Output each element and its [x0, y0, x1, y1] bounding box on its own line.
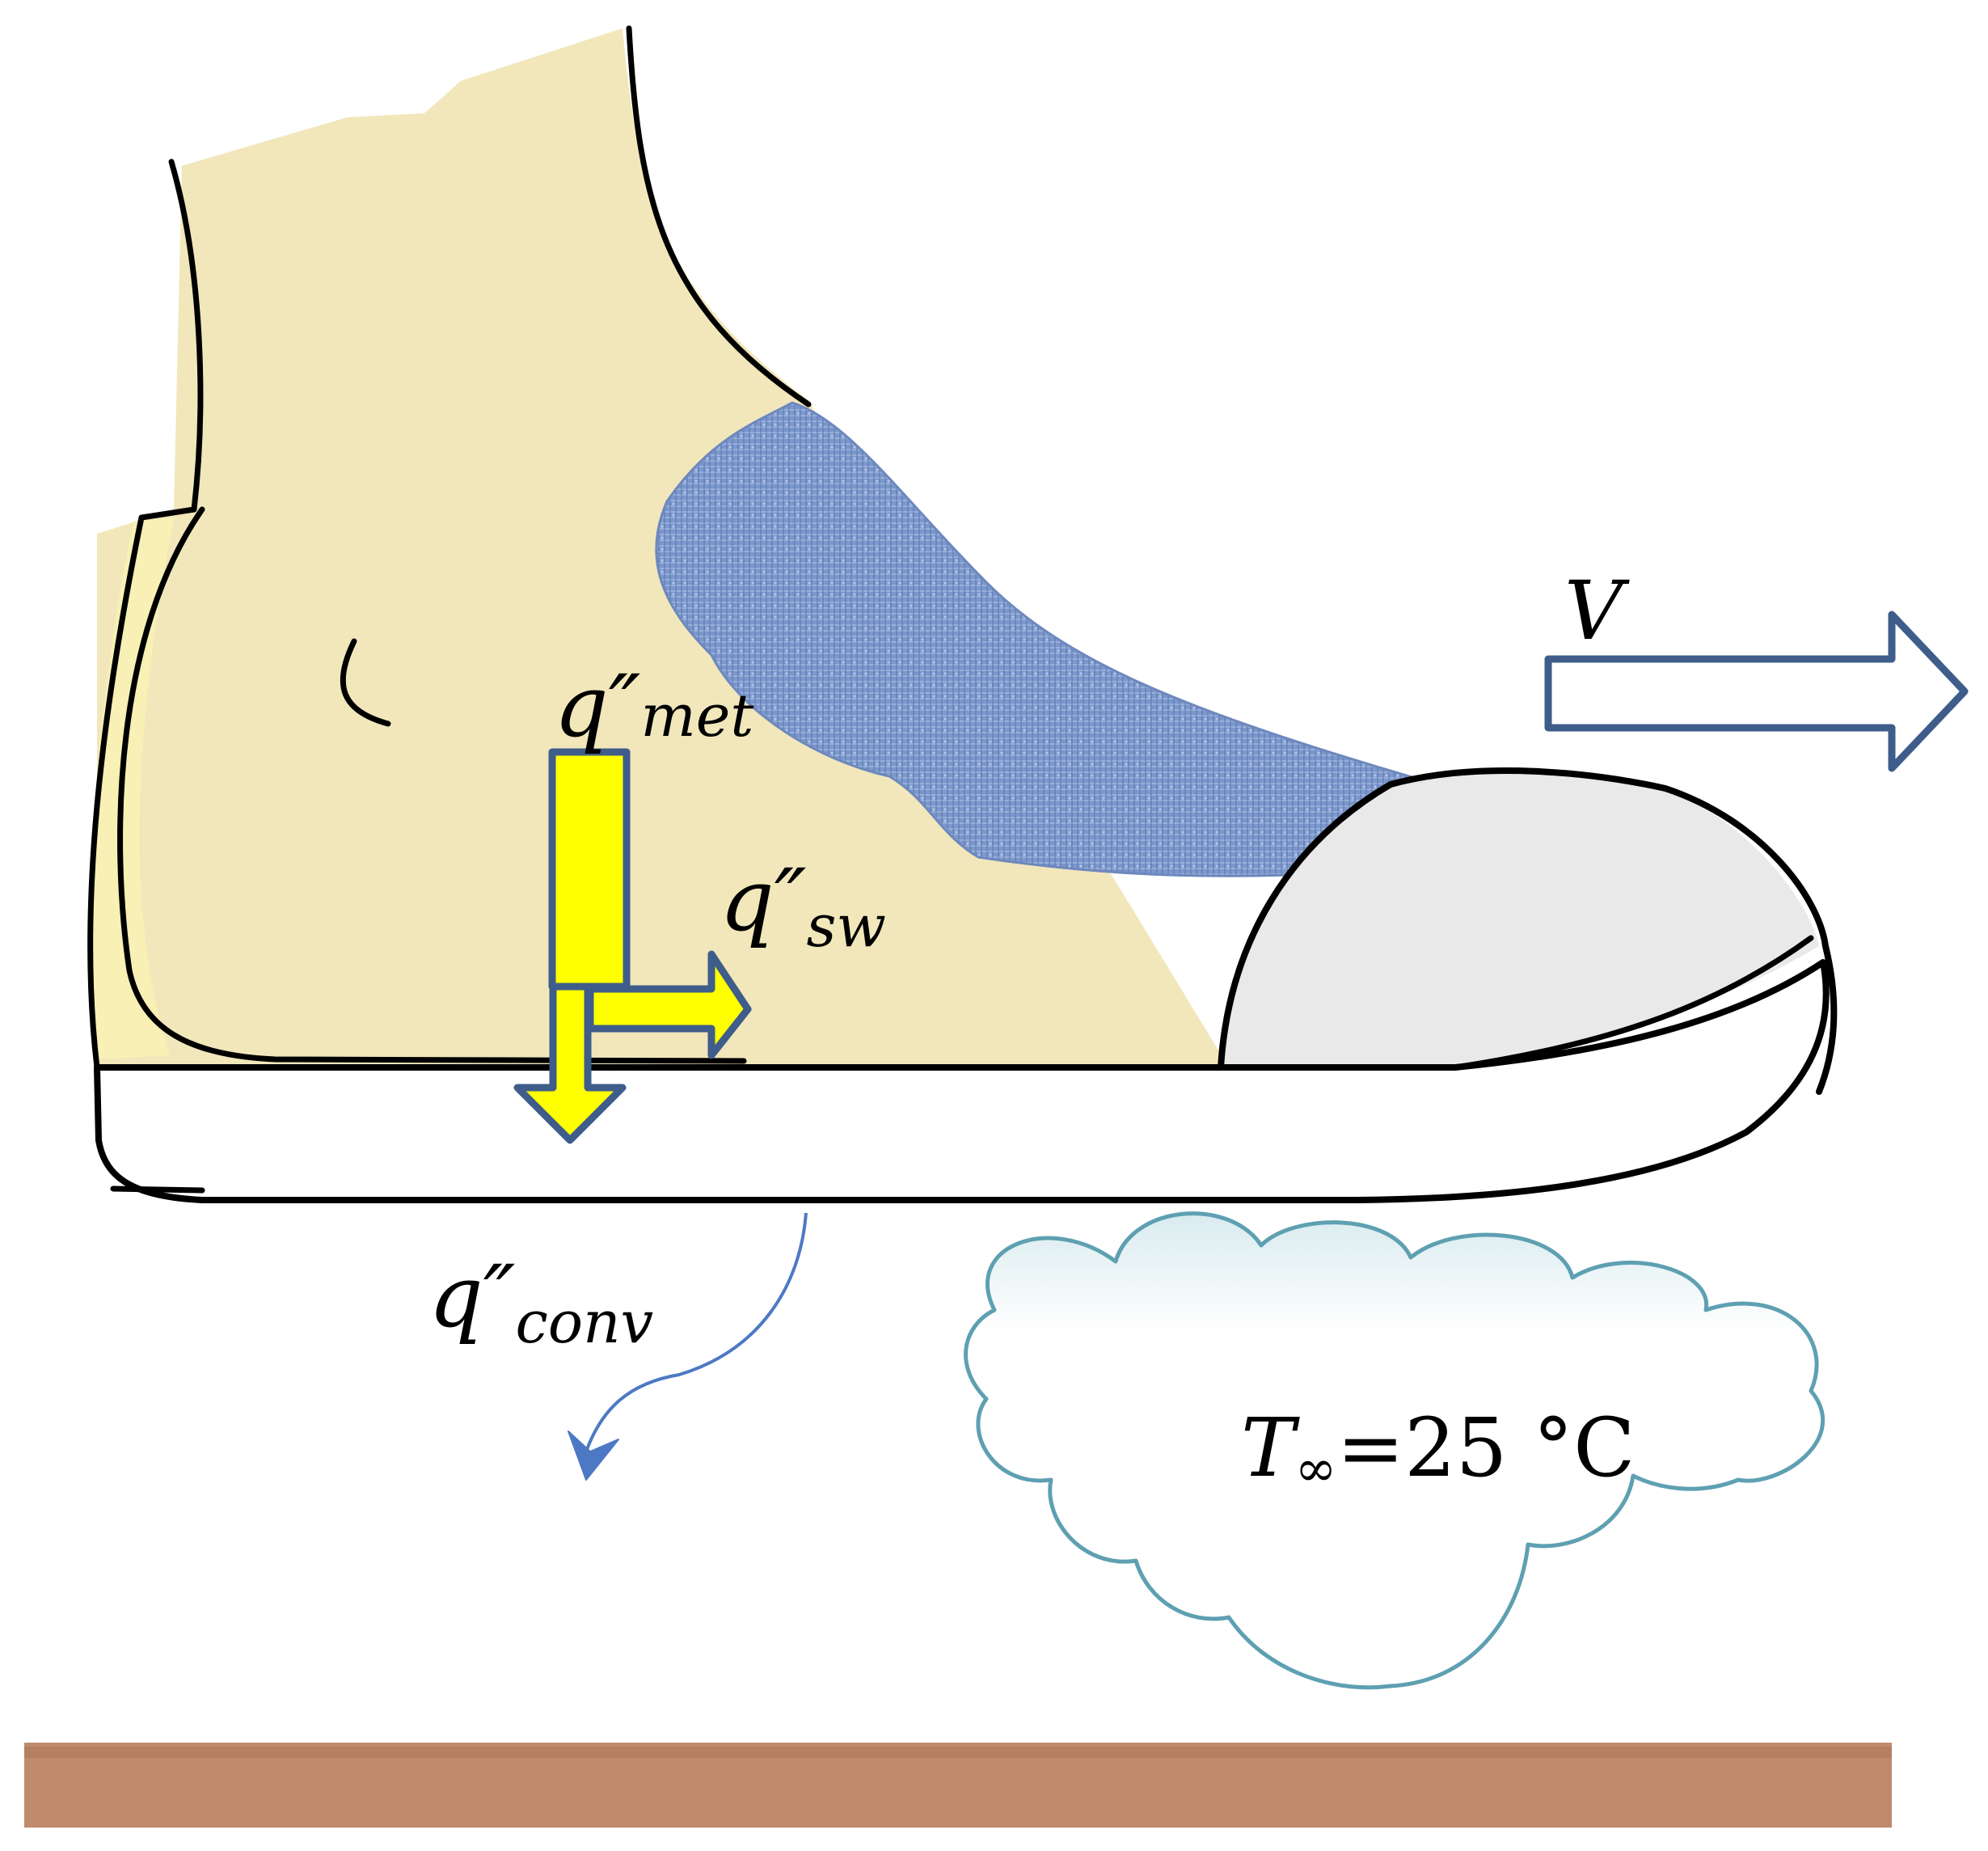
q-conv-curved-arrow	[585, 1212, 808, 1452]
heel-sole-notch	[110, 1185, 205, 1194]
label-ambient-rest: =25 °C	[1336, 1401, 1635, 1495]
label-q-conv-sub: conv	[515, 1288, 653, 1356]
toe-front-outline	[1816, 943, 1838, 1095]
label-q-sw-prime: ″	[775, 851, 807, 950]
heel-inner-curve	[117, 506, 747, 1064]
label-ambient-symbol: T	[1241, 1401, 1300, 1495]
toe-cap-outline	[1218, 767, 1829, 1071]
ankle-mark	[340, 638, 391, 727]
q-met-arrow	[548, 748, 631, 991]
label-q-sw: q″sw	[720, 851, 886, 960]
label-q-met-prime: ″	[609, 657, 641, 756]
label-velocity: V	[1564, 564, 1630, 658]
leg-back-outline	[87, 158, 204, 1071]
q-conv-arrowhead	[568, 1431, 619, 1481]
label-q-conv: q″conv	[428, 1247, 653, 1356]
label-ambient-sub: ∞	[1295, 1439, 1337, 1498]
velocity-arrow	[1544, 611, 1969, 772]
shoe-sole	[94, 959, 1830, 1203]
label-ambient-temp: T∞=25 °C	[1241, 1401, 1636, 1498]
heel-strip	[91, 518, 174, 1059]
toe-cap	[1221, 771, 1819, 1067]
label-q-met-sub: met	[640, 682, 754, 750]
ground-strip-highlight	[24, 1747, 1892, 1758]
label-q-met: q″met	[554, 657, 754, 756]
q-sw-arrow	[586, 950, 752, 1059]
denim-patch	[655, 401, 1425, 877]
label-q-sw-sub: sw	[806, 892, 886, 960]
label-q-met-main: q	[554, 657, 609, 756]
toe-cap-lower-line	[1452, 935, 1814, 1071]
shin-front-outline	[626, 25, 812, 408]
ambient-cloud	[964, 1211, 1825, 1690]
label-q-conv-main: q	[428, 1247, 483, 1346]
label-q-conv-prime: ″	[483, 1247, 516, 1346]
label-q-sw-main: q	[720, 851, 775, 950]
